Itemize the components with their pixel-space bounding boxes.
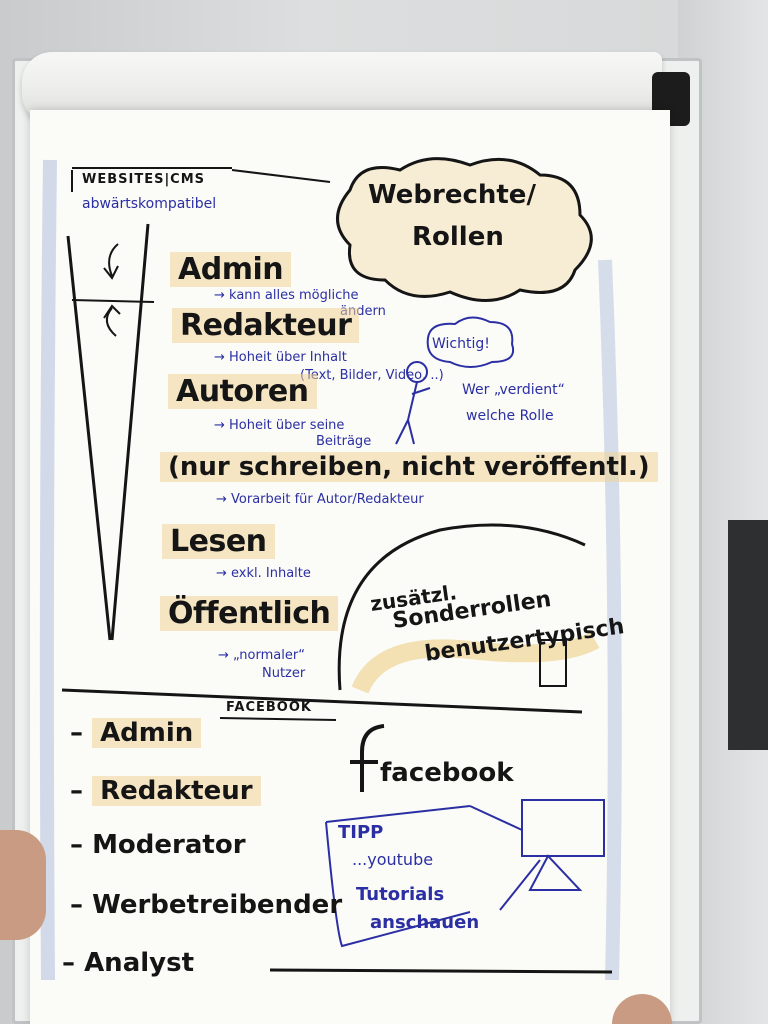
cloud-title-line1: Webrechte/: [368, 180, 536, 210]
autoren-detail: (nur schreiben, nicht veröffentl.): [160, 452, 658, 482]
facebook-logo: facebook: [380, 758, 514, 788]
section-header-websites: WEBSITES|CMS: [82, 172, 206, 187]
whiteboard-edge: [728, 520, 768, 750]
facebook-section-header: FACEBOOK: [226, 700, 312, 715]
role-autoren-note2: Beiträge: [316, 434, 372, 449]
flipchart-paper: [30, 110, 670, 1024]
bubble-note-line1: Wer „verdient“: [462, 382, 565, 398]
bubble-wichtig: Wichtig!: [432, 336, 490, 352]
role-redakteur-note: → Hoheit über Inhalt: [214, 350, 347, 365]
facebook-role-admin: Admin: [92, 718, 202, 748]
role-redakteur-note2: (Text, Bilder, Video, ..): [300, 368, 444, 383]
role-oeffentlich: Öffentlich: [160, 596, 339, 631]
role-oeffentlich-note: → „normaler“: [218, 648, 305, 663]
role-autoren: Autoren: [168, 374, 317, 409]
facebook-role-analyst: Analyst: [84, 948, 195, 978]
tipp-tutorials: Tutorials: [356, 884, 445, 905]
role-oeffentlich-note2: Nutzer: [262, 666, 306, 681]
tipp-label: TIPP: [338, 822, 384, 843]
tipp-anschauen: anschauen: [370, 912, 480, 933]
role-admin-note: → kann alles mögliche: [214, 288, 359, 303]
tipp-youtube: ...youtube: [352, 850, 434, 869]
facebook-role-redakteur: Redakteur: [92, 776, 261, 806]
role-redakteur: Redakteur: [172, 308, 360, 343]
bubble-note-line2: welche Rolle: [466, 408, 554, 424]
role-autoren-note: → Hoheit über seine: [214, 418, 345, 433]
role-admin: Admin: [170, 252, 292, 287]
facebook-role-moderator: Moderator: [92, 830, 246, 860]
cloud-title-line2: Rollen: [412, 222, 504, 252]
autoren-detail-note: → Vorarbeit für Autor/Redakteur: [216, 492, 424, 507]
facebook-role-werbetreibender: Werbetreibender: [92, 890, 343, 920]
role-lesen: Lesen: [162, 524, 275, 559]
subheader-backwards-compatible: abwärtskompatibel: [82, 196, 217, 212]
role-lesen-note: → exkl. Inhalte: [216, 566, 311, 581]
hand-left: [0, 830, 46, 940]
